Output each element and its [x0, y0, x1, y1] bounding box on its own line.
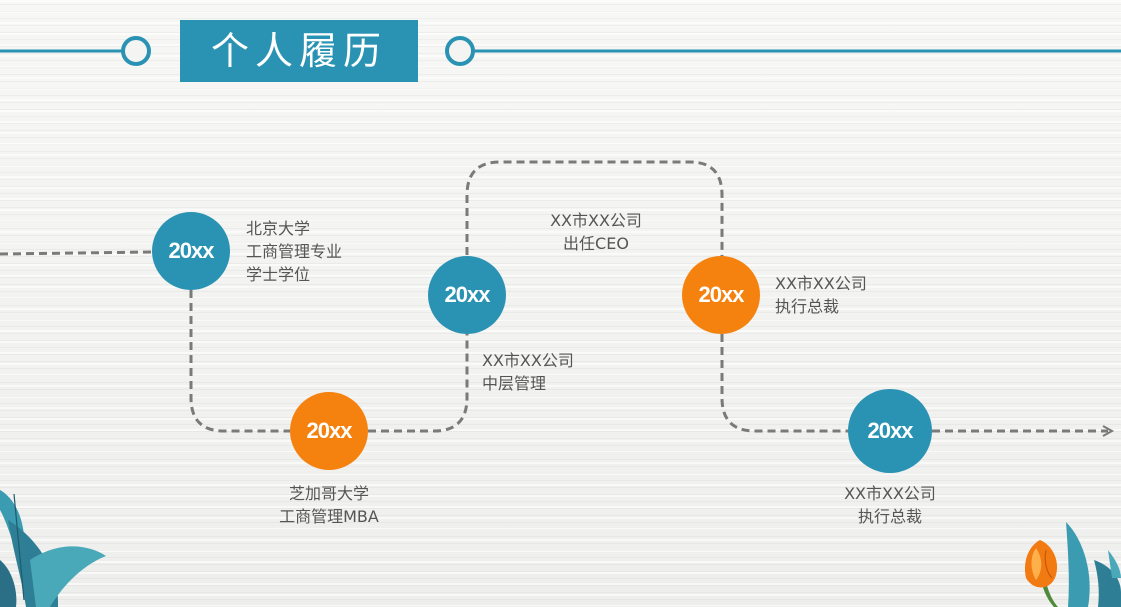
header-ring-left [121, 36, 151, 66]
label-executive-president-1: XX市XX公司 执行总裁 [775, 274, 867, 316]
leaf-icon [0, 490, 106, 607]
label-beijing-university: 北京大学 工商管理专业 学士学位 [246, 219, 343, 284]
timeline-node-3: 20xx [428, 256, 506, 334]
label-middle-management: XX市XX公司 中层管理 [482, 351, 574, 393]
page-title: 个人履历 [210, 29, 387, 73]
label-ceo: XX市XX公司 出任CEO [550, 211, 642, 253]
label-chicago-university: 芝加哥大学 工商管理MBA [279, 484, 379, 526]
timeline-node-4: 20xx [682, 256, 760, 334]
title-banner: 个人履历 [180, 20, 418, 82]
timeline-node-5: 20xx [848, 389, 932, 473]
arrow-head [1102, 425, 1115, 437]
header-ring-right [445, 36, 475, 66]
flower-icon [1024, 522, 1121, 607]
label-executive-president-2: XX市XX公司 执行总裁 [844, 484, 936, 526]
timeline-node-2: 20xx [290, 392, 368, 470]
timeline-dashed-path [0, 160, 1108, 433]
timeline-node-1: 20xx [152, 212, 230, 290]
